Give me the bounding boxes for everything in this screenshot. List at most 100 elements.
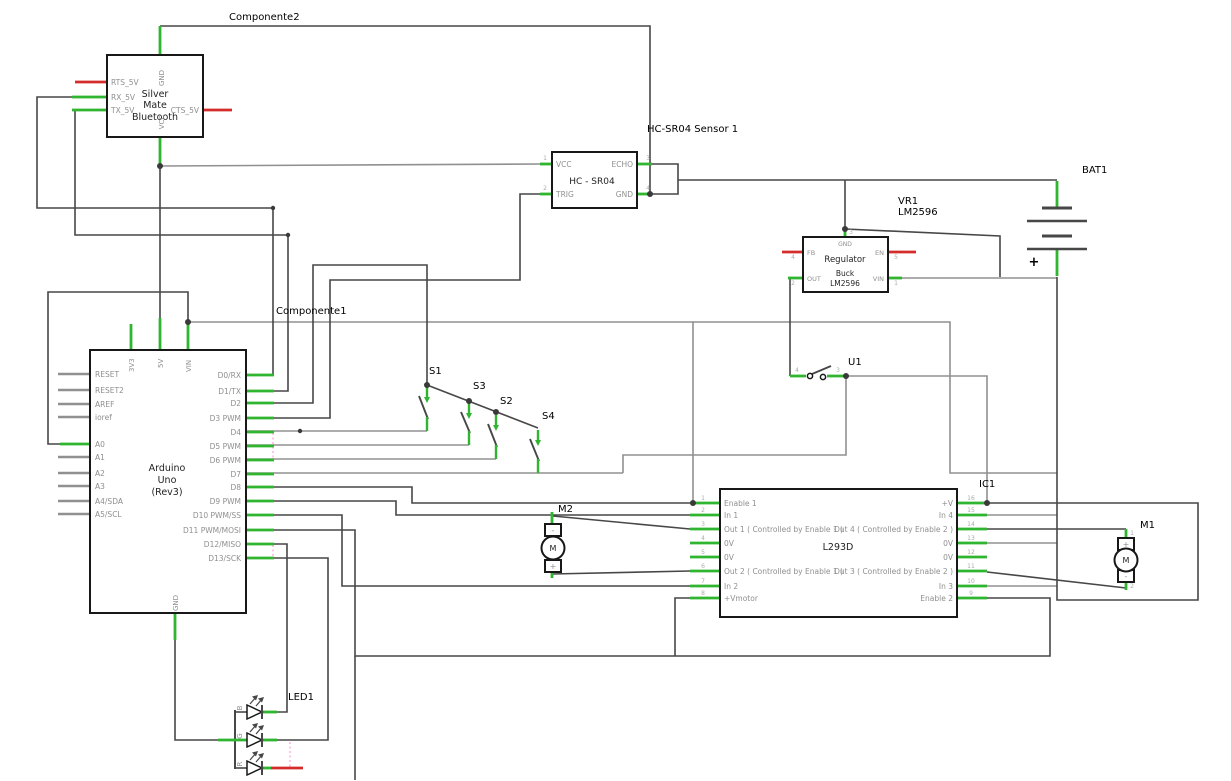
m2-body[interactable] — [540, 535, 566, 561]
wire-m2-to-out2[interactable] — [551, 570, 691, 575]
wire-battery-loop[interactable] — [987, 277, 1199, 601]
regulator-pinnum-3: 3 — [849, 229, 853, 236]
arduino-title-1: Arduino — [149, 463, 186, 474]
wire-a0-vin[interactable] — [47, 291, 189, 445]
l293d-pinnum-16: 16 — [967, 495, 975, 502]
junction — [493, 409, 499, 415]
s4-lever[interactable] — [529, 438, 540, 462]
junction — [424, 382, 430, 388]
wire-d2-to-s1[interactable] — [246, 264, 428, 404]
m1-pinnum-1: 1 — [1130, 530, 1134, 537]
s3-lever[interactable] — [460, 411, 471, 434]
label-vr1: VR1 — [898, 196, 918, 207]
junction — [690, 500, 696, 506]
arduino-pin-d3: D3 PWM — [210, 414, 241, 423]
ledg-arrow2-head[interactable] — [258, 725, 264, 731]
s2-arrow-icon[interactable] — [493, 425, 499, 431]
ledb-letter: B — [236, 705, 244, 710]
hcsr04-pinnum-4: 4 — [646, 185, 650, 192]
wire-d9-to-in1[interactable] — [246, 500, 690, 516]
arduino-pin-3v3: 3V3 — [128, 358, 136, 372]
l293d-pinnum-8: 8 — [701, 590, 705, 597]
junction — [157, 163, 163, 169]
bluetooth-module[interactable] — [106, 54, 204, 138]
bluetooth-pin-vcc: VCC — [158, 115, 166, 130]
wire-5v-to-hcsr04[interactable] — [159, 163, 541, 167]
label-m2: M2 — [558, 504, 573, 515]
wire-m2-to-out1[interactable] — [552, 515, 691, 530]
l293d-pinnum-1: 1 — [701, 495, 705, 502]
l293d-pin-0v-5: 0V — [724, 553, 735, 562]
arduino-pin-a5: A5/SCL — [95, 510, 122, 519]
hcsr04-pinnum-2: 2 — [543, 185, 547, 192]
ledb-arrow1-head[interactable] — [252, 695, 258, 701]
wire-componente1-branch[interactable] — [693, 321, 1057, 474]
arduino-pin-reset: RESET — [95, 370, 119, 379]
l293d-pinnum-12: 12 — [967, 549, 975, 556]
wire-componente1[interactable] — [188, 321, 694, 503]
wire-switch-diagonal[interactable] — [426, 384, 539, 429]
wire-d11-to-enable2[interactable] — [246, 529, 1051, 657]
bluetooth-pin-gnd: GND — [158, 70, 166, 86]
m1-pinnum-2: 2 — [1130, 583, 1134, 590]
wire-d12-to-ledb[interactable] — [246, 543, 288, 713]
l293d-pinnum-9: 9 — [969, 590, 973, 597]
junction — [270, 205, 276, 211]
label-u1: U1 — [848, 357, 862, 368]
wire-rx-to-d0[interactable] — [36, 96, 274, 376]
wire-reggnd-diag[interactable] — [844, 228, 1001, 277]
arduino-module[interactable] — [89, 349, 247, 614]
wire-d13-to-ledg[interactable] — [246, 557, 329, 741]
ledg-arrow1-head[interactable] — [252, 723, 258, 729]
regulator-title-3: LM2596 — [830, 279, 860, 288]
l293d-pinnum-13: 13 — [967, 535, 975, 542]
arduino-pin-d13: D13/SCK — [208, 554, 242, 563]
label-s2: S2 — [500, 396, 513, 407]
l293d-pin-in2: In 2 — [724, 582, 738, 591]
hcsr04-module[interactable] — [551, 151, 638, 209]
wire-echo-jog[interactable] — [652, 163, 679, 195]
hcsr04-pin-gnd: GND — [616, 190, 633, 199]
l293d-pin-enable2: Enable 2 — [920, 594, 953, 603]
u1-contact-right[interactable] — [819, 373, 827, 381]
ledr-arrow1-head[interactable] — [252, 751, 258, 757]
s1-arrow-icon[interactable] — [424, 397, 430, 403]
u1-lever[interactable] — [811, 365, 832, 375]
wire-trig-to-d3[interactable] — [246, 193, 540, 419]
wire-d10-to-in2[interactable] — [246, 514, 690, 587]
regulator-module[interactable] — [802, 236, 889, 293]
arduino-pin-ioref: ioref — [95, 413, 112, 422]
ledg-triangle[interactable] — [246, 731, 264, 749]
u1-contact-left[interactable] — [806, 372, 814, 380]
l293d-pin-enable1: Enable 1 — [724, 499, 757, 508]
wire-u1-to-plusv[interactable] — [846, 375, 988, 503]
ledb-triangle[interactable] — [246, 703, 264, 721]
regulator-pin-vin: VIN — [873, 275, 884, 283]
wire-gnd-to-led[interactable] — [174, 638, 218, 741]
hcsr04-pin-vcc: VCC — [556, 160, 572, 169]
arduino-pin-a2: A2 — [95, 469, 105, 478]
ledr-arrow2-head[interactable] — [258, 753, 264, 759]
s2-lever[interactable] — [487, 423, 498, 448]
s3-arrow-icon[interactable] — [466, 413, 472, 419]
l293d-module[interactable] — [719, 488, 958, 618]
u1-pinnum-3: 3 — [836, 367, 840, 374]
hcsr04-pin-echo: ECHO — [611, 160, 633, 169]
arduino-pin-d4: D4 — [230, 428, 241, 437]
wire-componente2[interactable] — [160, 25, 651, 194]
label-s1: S1 — [429, 366, 442, 377]
label-bat1: BAT1 — [1082, 165, 1107, 176]
l293d-title: L293D — [823, 542, 854, 553]
ledb-arrow2-head[interactable] — [258, 697, 264, 703]
l293d-pin-in1: In 1 — [724, 511, 738, 520]
m1-body[interactable] — [1113, 547, 1139, 573]
regulator-pin-out: OUT — [807, 275, 821, 283]
wire-vmotor[interactable] — [674, 597, 690, 656]
l293d-pinnum-14: 14 — [967, 521, 975, 528]
wire-u1-to-s4[interactable] — [622, 376, 847, 473]
wire-tx-to-d1[interactable] — [74, 109, 289, 392]
ledr-triangle[interactable] — [246, 759, 264, 777]
s1-lever[interactable] — [418, 395, 429, 420]
s4-arrow-icon[interactable] — [535, 440, 541, 446]
wire-d8-to-enable1[interactable] — [246, 486, 690, 504]
